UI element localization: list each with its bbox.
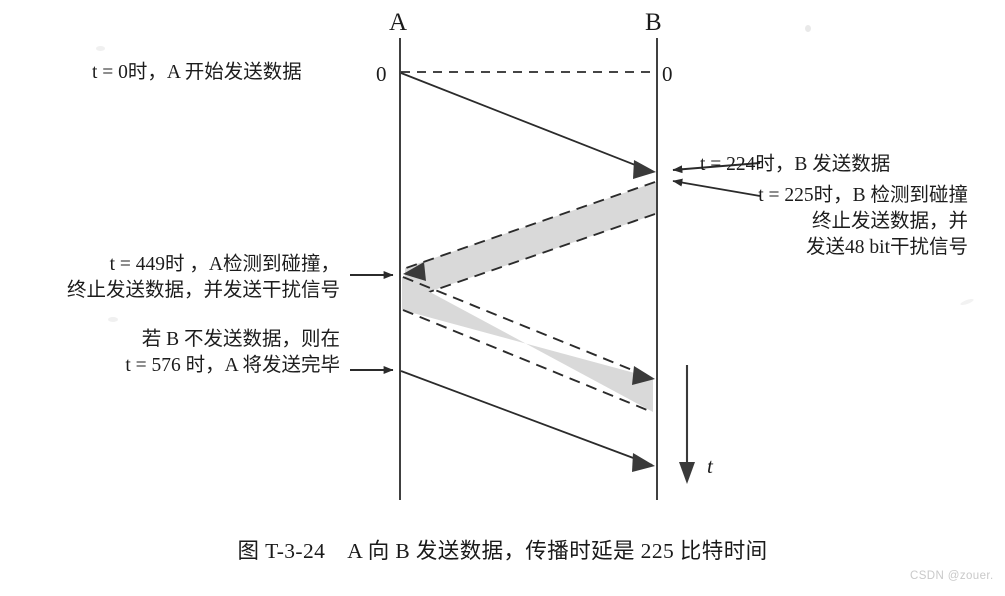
annotation-a-finish-line-1: 若 B 不发送数据，则在 [141, 329, 340, 350]
annotation-b-detect-line-2: 终止发送数据，并 [811, 211, 968, 233]
station-label-a: A [389, 9, 408, 36]
annotation-a-detect-collision: t = 449时 ，A检测到碰撞， 终止发送数据，并发送干扰信号 [0, 252, 340, 304]
frame-leading-edge-a-to-b [400, 72, 656, 179]
figure-caption: 图 T-3-24 A 向 B 发送数据，传播时延是 225 比特时间 [237, 539, 768, 563]
annotation-a-detect-line-2: 终止发送数据，并发送干扰信号 [66, 280, 340, 302]
annotation-b-detect-line-1: t = 225时，B 检测到碰撞 [758, 185, 968, 206]
annotation-a-start-send: t = 0时，A 开始发送数据 [92, 62, 302, 83]
zero-mark-a: 0 [376, 62, 387, 86]
scan-speck [108, 317, 118, 322]
annotation-a-would-finish: 若 B 不发送数据，则在 t = 576 时，A 将发送完毕 [0, 327, 340, 379]
jam-signal-band-a-to-b [402, 276, 655, 413]
time-axis-arrow [679, 365, 695, 484]
pointer-b-detect [672, 178, 761, 197]
station-label-b: B [645, 9, 663, 36]
jam-signal-band-b-to-a [405, 181, 656, 301]
scan-speck [96, 46, 105, 51]
pointer-b-sends [672, 162, 761, 174]
annotation-b-detect-line-3: 发送48 bit干扰信号 [806, 237, 968, 259]
scan-speck [805, 25, 811, 32]
watermark: CSDN @zouer. [910, 570, 994, 582]
annotation-b-sends: t = 224时，B 发送数据 [700, 154, 891, 175]
annotation-a-finish-line-2: t = 576 时，A 将发送完毕 [125, 355, 340, 377]
zero-mark-b: 0 [662, 62, 673, 86]
annotation-a-detect-line-1: t = 449时 ，A检测到碰撞， [109, 254, 340, 275]
annotation-b-detect-collision: t = 225时，B 检测到碰撞 终止发送数据，并 发送48 bit干扰信号 [700, 183, 968, 261]
frame-trailing-edge-a-to-b [400, 370, 655, 472]
jam-arrival-arrowheads-at-a [403, 262, 426, 281]
time-axis-label: t [707, 454, 713, 478]
